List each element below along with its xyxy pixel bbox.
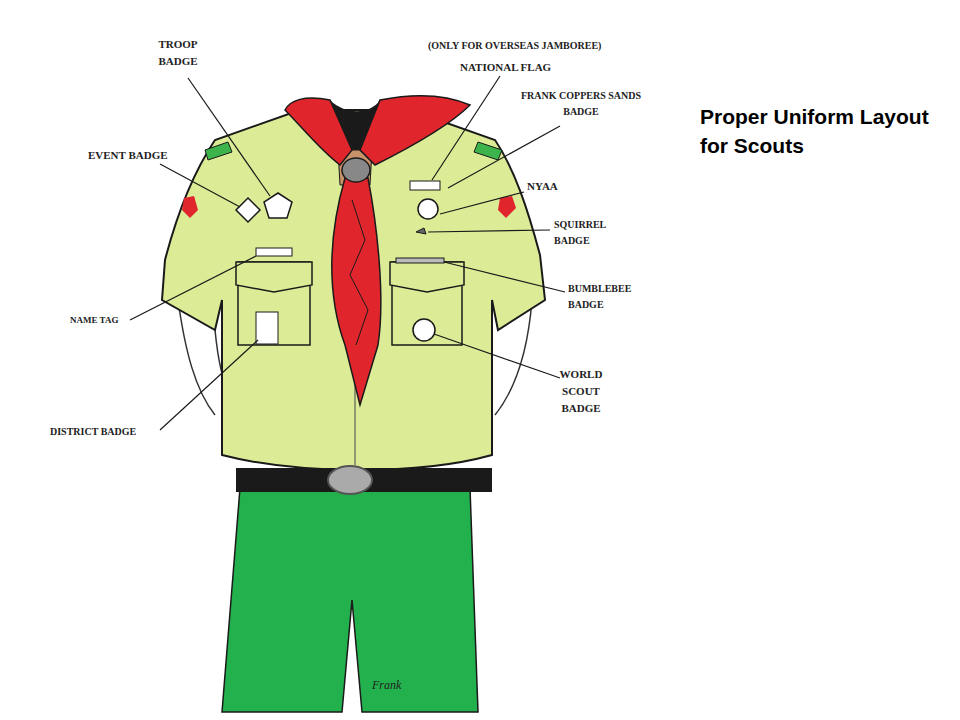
- bumblebee-badge: [396, 258, 444, 263]
- callout-label: NAME TAG: [70, 314, 118, 328]
- leader-lines: [130, 76, 565, 430]
- leader-line: [448, 126, 560, 188]
- world-scout-badge: [413, 319, 435, 341]
- pocket-flap: [236, 262, 312, 292]
- leader-line: [188, 78, 270, 196]
- shoulder-badge: [498, 196, 516, 218]
- pocket-flap: [390, 262, 464, 292]
- callout-label: SQUIRREL BADGE: [554, 217, 616, 248]
- scarf-fold: [350, 200, 368, 345]
- shoulder-badge: [182, 196, 198, 218]
- signature: Frank: [372, 676, 401, 695]
- nyaa-badge: [418, 199, 438, 219]
- squirrel-badge: [416, 228, 426, 234]
- title: Proper Uniform Layout for Scouts: [700, 102, 930, 161]
- callout-label: FRANK COPPERS SANDS BADGE: [510, 88, 652, 119]
- leader-line: [160, 164, 240, 207]
- event-badge: [236, 198, 260, 222]
- callout-label: NYAA: [527, 178, 558, 195]
- epaulette: [205, 142, 232, 160]
- name-tag: [256, 248, 292, 256]
- leader-line: [434, 334, 560, 378]
- troop-badge: [264, 193, 292, 218]
- epaulette: [474, 142, 502, 160]
- leader-line: [160, 340, 258, 430]
- callout-label: BUMBLEBEE BADGE: [568, 281, 648, 312]
- callout-label: (ONLY FOR OVERSEAS JAMBOREE): [428, 38, 601, 54]
- belt-buckle: [328, 466, 372, 494]
- callout-label: NATIONAL FLAG: [460, 59, 551, 76]
- national-flag: [410, 181, 440, 190]
- trousers: [222, 488, 478, 712]
- callout-label: DISTRICT BADGE: [50, 424, 136, 440]
- scarf: [285, 98, 352, 165]
- leader-line: [440, 192, 524, 214]
- callout-label: WORLD SCOUT BADGE: [550, 366, 612, 417]
- leader-line: [130, 256, 256, 320]
- leader-line: [444, 262, 565, 292]
- callout-label: TROOP BADGE: [150, 36, 206, 70]
- district-badge: [256, 312, 278, 344]
- shirt: [162, 110, 545, 470]
- scarf-tail: [332, 178, 381, 405]
- collar-shadow: [330, 100, 380, 150]
- leader-line: [428, 230, 550, 232]
- woggle: [342, 158, 370, 182]
- callout-label: EVENT BADGE: [88, 147, 168, 164]
